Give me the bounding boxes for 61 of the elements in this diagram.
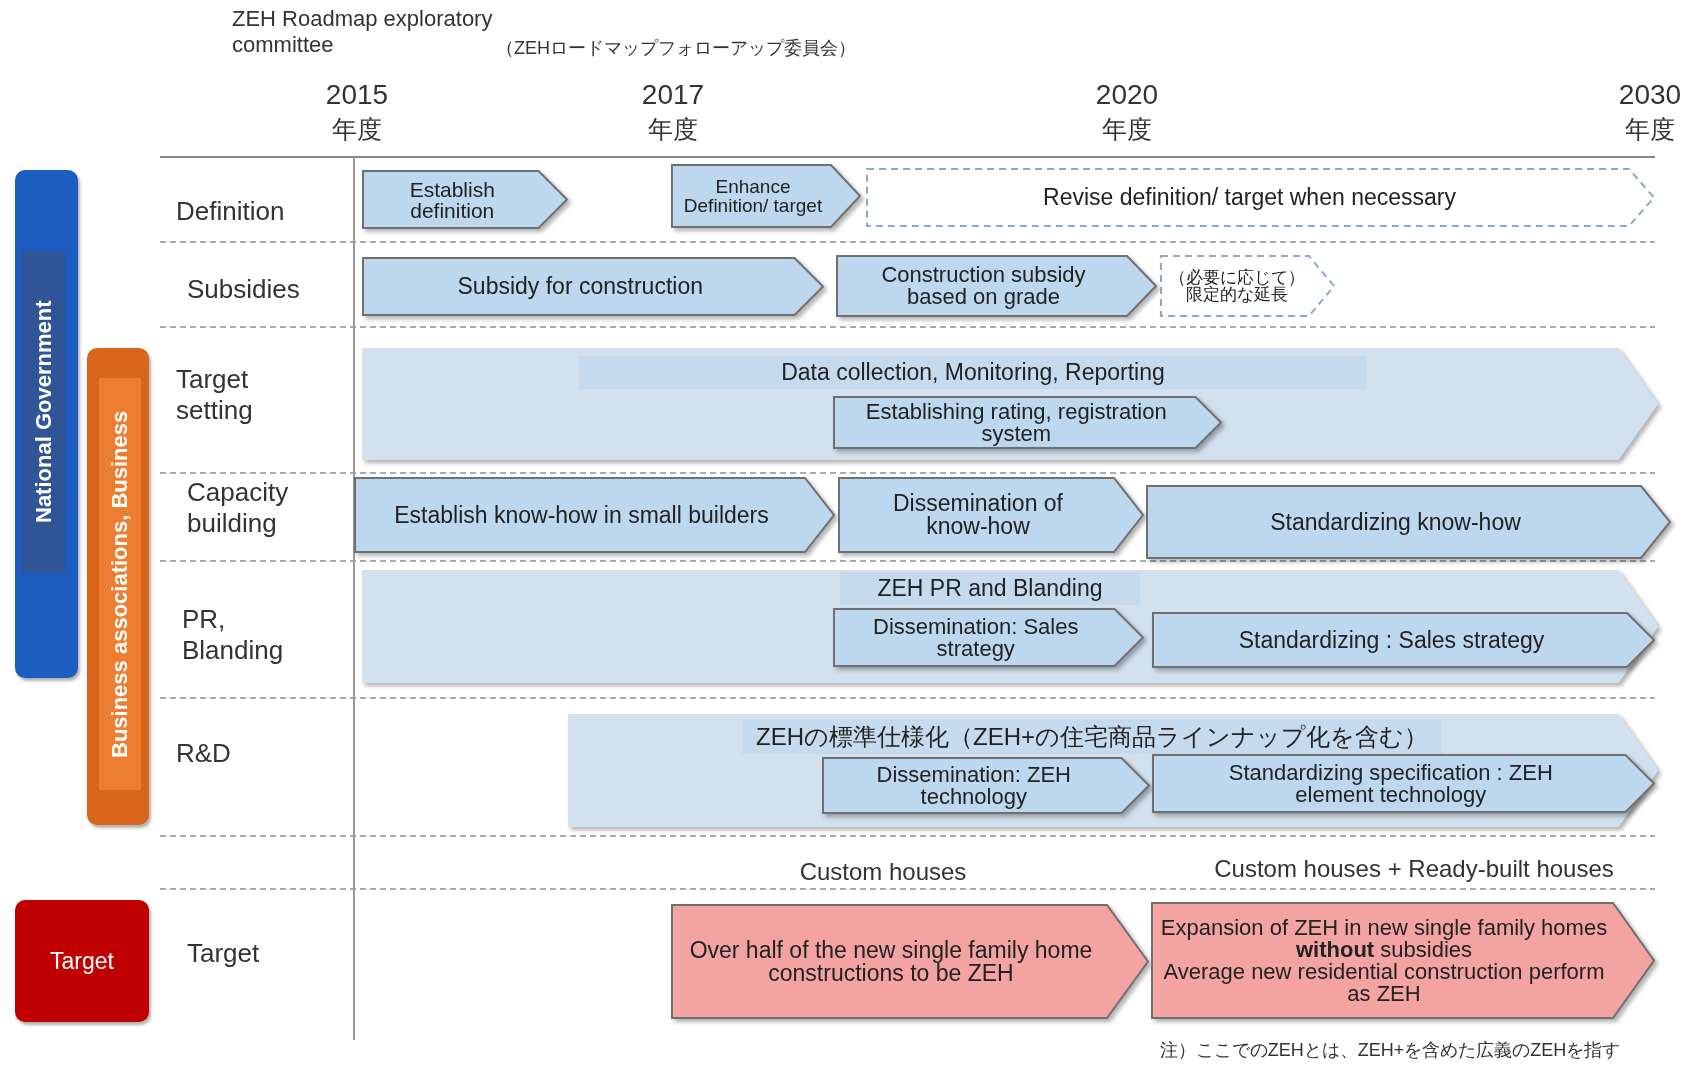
arrow-label: Standardizing specification : ZEH element technology [1227, 761, 1554, 806]
arrow-label: Standardizing : Sales strategy [1238, 628, 1545, 652]
row-label: PR, Blanding [182, 604, 285, 667]
row-label: Target [187, 938, 261, 970]
arrow-box [838, 477, 1144, 553]
arrow-label: Subsidy for construction [457, 275, 703, 298]
target-arrow [1151, 902, 1655, 1019]
row-label: Target setting [176, 364, 254, 427]
arrow-label: （必要に応じて）限定的な延長 [1167, 269, 1306, 303]
committee-label: （ZEHロードマップフォローアップ委員会） [496, 38, 856, 60]
year-label: 年度 [647, 114, 699, 144]
row-label: Subsidies [187, 274, 301, 306]
footnote: 注）ここでのZEHとは、ZEH+を含めた広義のZEHを指す [1158, 1040, 1622, 1062]
arrow-box [833, 608, 1144, 667]
row-label: Definition [176, 196, 286, 228]
arrow-box [836, 255, 1157, 317]
year-label: 2030 [1617, 78, 1683, 112]
dashed-arrow-box [1160, 255, 1335, 317]
arrow-label: Construction subsidy based on grade [880, 264, 1087, 308]
year-label: 年度 [331, 114, 383, 144]
committee-label: ZEH Roadmap exploratory committee [232, 6, 494, 59]
year-label: 2015 [324, 78, 390, 112]
arrow-label: Standardizing know-how [1270, 510, 1521, 534]
year-label: 2020 [1094, 78, 1160, 112]
bar-label: National Government [22, 251, 65, 573]
actor-bar [87, 348, 149, 825]
arrow-label: Dissemination: Sales strategy [872, 615, 1080, 660]
target-arrow [671, 904, 1149, 1019]
arrow-label: Enhance Definition/ target [682, 177, 824, 215]
arrow-label: Over half of the new single family home constructions to be ZEH [688, 938, 1094, 985]
house-type-label: Custom houses + Ready-built houses [1213, 855, 1615, 884]
band-heading: ZEHの標準仕様化（ZEH+の住宅商品ラインナップ化を含む） [742, 720, 1442, 754]
arrow-label: Establish definition [408, 178, 496, 221]
timeline-band [568, 714, 1658, 827]
year-label: 年度 [1624, 114, 1676, 144]
arrow-label: Revise definition/ target when necessary [1043, 186, 1456, 209]
bar-label: Business associations, Business [99, 378, 141, 790]
band-heading: Data collection, Monitoring, Reporting [579, 356, 1367, 389]
arrow-box [671, 164, 861, 228]
actor-bar [15, 170, 78, 678]
timeline-band [362, 570, 1658, 683]
arrow-label: Establishing rating, registration system [864, 400, 1168, 445]
year-label: 年度 [1101, 114, 1153, 144]
arrow-label: Establish know-how in small builders [394, 503, 769, 527]
bar-label: Target [15, 941, 149, 981]
year-label: 2017 [640, 78, 706, 112]
arrow-label: Expansion of ZEH in new single family homes without subsidies [1159, 916, 1609, 961]
actor-bar [15, 900, 149, 1022]
row-label: R&D [176, 738, 232, 770]
band-heading: ZEH PR and Blanding [840, 572, 1140, 605]
house-type-label: Custom houses [798, 858, 968, 887]
arrow-label: Dissemination: ZEH technology [875, 763, 1072, 808]
arrow-label: Average new residential construction perform as ZEH [1162, 960, 1606, 1005]
arrow-box [362, 170, 568, 229]
arrow-box [354, 477, 835, 553]
arrow-box [833, 396, 1222, 449]
arrow-label: Dissemination of know-how [892, 492, 1064, 538]
timeline-band [362, 348, 1658, 460]
arrow-box [362, 257, 824, 316]
row-label: Capacity building [187, 477, 290, 540]
arrow-box [822, 757, 1150, 814]
